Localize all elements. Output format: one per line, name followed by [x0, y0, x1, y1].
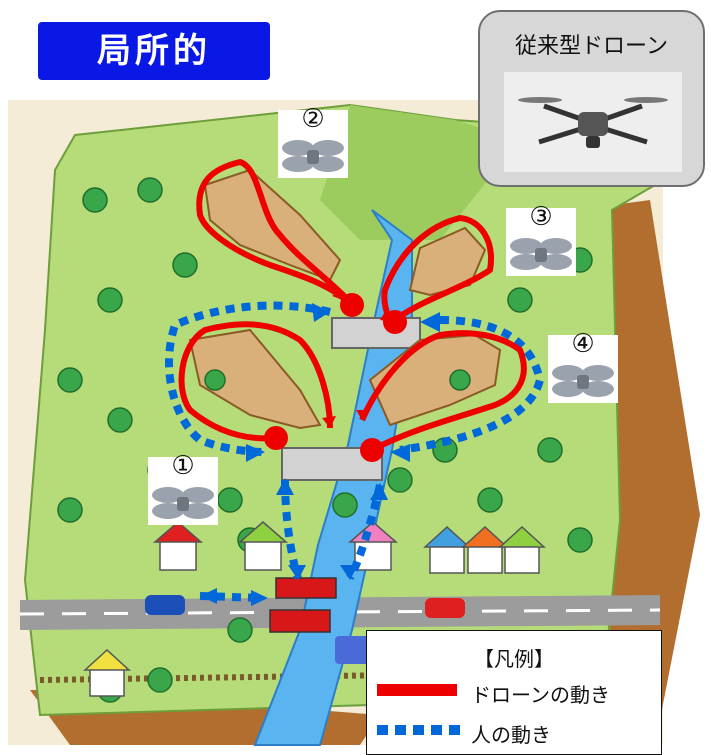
marker-number: ②: [301, 104, 325, 134]
landslide-2: [408, 226, 487, 297]
marker-number: ①: [171, 451, 195, 481]
marker-number: ④: [571, 329, 595, 359]
legend-drone-label: ドローンの動き: [471, 683, 610, 707]
drone-icon: [504, 72, 682, 172]
drone-icon: [510, 238, 572, 270]
page-title: 局所的: [38, 22, 270, 80]
landslide-3: [188, 328, 322, 430]
legend-human-label: 人の動き: [471, 723, 551, 747]
drone-icon: [152, 487, 214, 519]
legend-drone-swatch: [377, 684, 457, 696]
legend-human-swatch: [377, 725, 463, 735]
bridge: [275, 577, 337, 599]
drone-paths: [178, 159, 527, 453]
drone-icon: [282, 140, 344, 172]
drone-stops: [264, 293, 407, 462]
drone-marker-4: ④: [548, 329, 618, 403]
legend: 【凡例】 ドローンの動き 人の動き: [366, 630, 662, 755]
conventional-drone-card: 従来型ドローン: [478, 10, 705, 187]
drone-icon: [552, 365, 614, 397]
legend-title: 【凡例】: [474, 647, 554, 671]
drone-marker-1: ①: [148, 451, 218, 525]
drone-card-label: 従来型ドローン: [515, 34, 668, 59]
drone-marker-2: ②: [278, 104, 348, 178]
marker-number: ③: [529, 202, 553, 232]
drone-marker-3: ③: [506, 202, 576, 276]
